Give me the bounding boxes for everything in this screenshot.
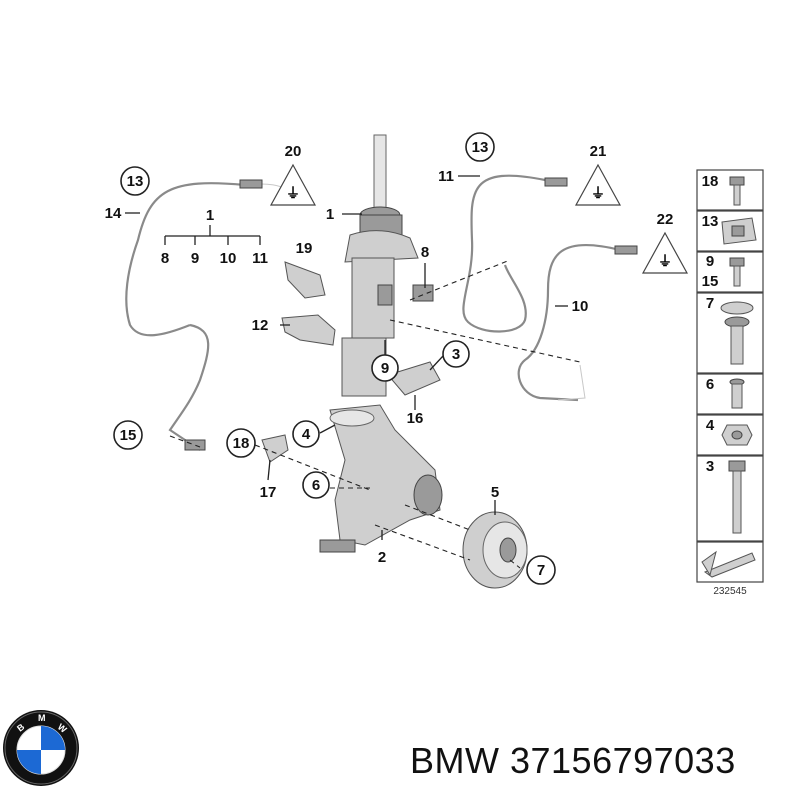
sensor-wire-right-11: [462, 174, 568, 333]
nut-4-icon: [721, 424, 753, 446]
svg-text:22: 22: [657, 211, 674, 228]
svg-text:4: 4: [706, 417, 715, 434]
warning-triangle-21-icon: ⏚: [574, 163, 622, 206]
svg-text:6: 6: [706, 376, 714, 393]
bracket-19: [284, 261, 326, 299]
callout-18: [226, 428, 256, 458]
svg-text:3: 3: [452, 346, 460, 363]
svg-text:7: 7: [706, 295, 714, 312]
svg-text:2: 2: [378, 549, 386, 566]
callout-13-right: [465, 132, 495, 162]
svg-text:8: 8: [161, 250, 169, 267]
svg-text:11: 11: [438, 168, 454, 185]
callout-13-left: [120, 166, 150, 196]
callout-4: [292, 420, 320, 448]
svg-text:15: 15: [120, 427, 137, 444]
svg-text:⏚: ⏚: [591, 185, 605, 201]
bmw-logo-icon: B M W: [3, 710, 79, 786]
bolt-9-15-icon: [729, 257, 745, 287]
svg-text:13: 13: [702, 213, 719, 230]
svg-text:9: 9: [381, 360, 389, 377]
svg-text:9: 9: [191, 250, 199, 267]
svg-text:10: 10: [572, 298, 589, 315]
svg-text:11: 11: [252, 250, 268, 267]
wheel-hub: [462, 511, 528, 589]
fastener-panel: 18 13 9 15 7 6 4 3: [696, 169, 764, 597]
svg-text:17: 17: [260, 484, 277, 501]
svg-text:3: 3: [706, 458, 714, 475]
bracket-12: [281, 314, 336, 346]
svg-text:⏚: ⏚: [658, 253, 672, 269]
callout-3: [442, 340, 470, 368]
svg-text:12: 12: [252, 317, 269, 334]
svg-text:18: 18: [233, 435, 250, 452]
svg-text:B: B: [15, 721, 27, 733]
svg-text:16: 16: [407, 410, 424, 427]
svg-text:⏚: ⏚: [286, 185, 300, 201]
svg-text:5: 5: [491, 484, 499, 501]
svg-text:1: 1: [326, 206, 334, 223]
bracket-16: [387, 361, 441, 396]
svg-text:6: 6: [312, 477, 320, 494]
svg-text:13: 13: [472, 139, 489, 156]
callout-9: [371, 354, 399, 382]
bracket-18: [261, 434, 289, 463]
svg-text:9: 9: [706, 253, 714, 270]
svg-text:21: 21: [590, 143, 607, 160]
svg-text:10: 10: [220, 250, 237, 267]
clip-13-icon: [721, 217, 757, 245]
part-number-label: BMW 37156797033: [410, 740, 736, 781]
diagram-number: 232545: [713, 586, 747, 597]
screw-7-icon: [720, 301, 754, 365]
bolt-18-icon: [729, 176, 745, 206]
svg-text:13: 13: [127, 173, 144, 190]
svg-text:7: 7: [537, 562, 545, 579]
sensor-wire-right-10: [517, 244, 638, 402]
callouts: 13 14 20 1 1 8 9 10 11 19 8 12 13 11 21 …: [105, 132, 674, 585]
leader-lines: [125, 175, 581, 569]
svg-text:19: 19: [296, 240, 313, 257]
svg-text:15: 15: [702, 273, 719, 290]
svg-text:1: 1: [206, 207, 214, 224]
bolt-3-icon: [728, 460, 746, 534]
clip-8: [412, 284, 434, 302]
warning-triangle-22-icon: ⏚: [641, 231, 689, 274]
svg-text:18: 18: [702, 173, 719, 190]
svg-text:14: 14: [105, 205, 122, 222]
svg-text:M: M: [38, 713, 46, 723]
svg-text:4: 4: [302, 426, 311, 443]
steering-knuckle: [319, 404, 443, 553]
svg-text:8: 8: [421, 244, 429, 261]
bolt-6-icon: [729, 378, 745, 409]
callout-15: [113, 420, 143, 450]
shock-absorber-strut: [341, 134, 419, 397]
callout-7: [526, 555, 556, 585]
warning-triangle-20-icon: ⏚: [269, 163, 317, 206]
callout-6: [302, 471, 330, 499]
svg-text:20: 20: [285, 143, 302, 160]
direction-arrow-icon: [701, 550, 756, 578]
